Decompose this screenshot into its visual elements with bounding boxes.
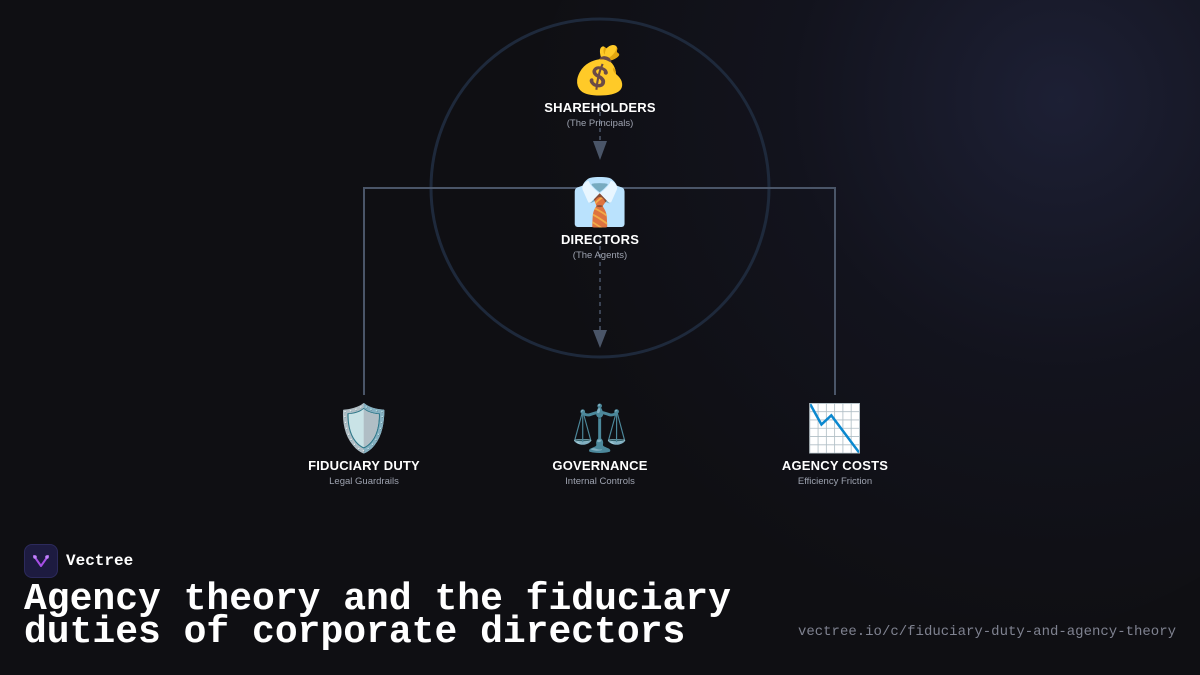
shield-icon: 🛡️ — [335, 401, 393, 455]
vectree-logo-mark — [33, 555, 49, 567]
node-sublabel: Internal Controls — [565, 476, 635, 487]
node-label: AGENCY COSTS — [781, 458, 889, 473]
brand-name: Vectree — [66, 552, 134, 570]
node-fiduciary-duty: 🛡️ FIDUCIARY DUTY Legal Guardrails — [264, 402, 464, 487]
node-label: FIDUCIARY DUTY — [308, 458, 420, 473]
balance-scale-icon: ⚖️ — [571, 401, 629, 455]
node-governance: ⚖️ GOVERNANCE Internal Controls — [500, 402, 700, 487]
node-sublabel: (The Agents) — [572, 250, 628, 261]
arrowhead-to-directors — [593, 141, 607, 160]
node-sublabel: Efficiency Friction — [797, 476, 873, 487]
chart-decreasing-icon: 📉 — [806, 401, 864, 455]
connector-right — [600, 187, 836, 395]
node-label: GOVERNANCE — [552, 458, 648, 473]
connector-left — [363, 187, 600, 395]
node-label: SHAREHOLDERS — [544, 100, 656, 115]
node-sublabel: (The Principals) — [566, 118, 634, 129]
node-directors: 👔 DIRECTORS (The Agents) — [500, 176, 700, 261]
vectree-logo-icon — [24, 544, 58, 578]
node-label: DIRECTORS — [560, 232, 640, 247]
node-sublabel: Legal Guardrails — [329, 476, 399, 487]
arrowhead-to-governance — [593, 330, 607, 348]
source-url[interactable]: vectree.io/c/fiduciary-duty-and-agency-t… — [797, 624, 1176, 640]
brand: Vectree — [24, 544, 133, 578]
node-shareholders: 💰 SHAREHOLDERS (The Principals) — [500, 44, 700, 129]
page-title: Agency theory and the fiduciary duties o… — [24, 578, 731, 654]
necktie-shirt-icon: 👔 — [571, 175, 629, 229]
money-bag-icon: 💰 — [571, 43, 629, 97]
node-agency-costs: 📉 AGENCY COSTS Efficiency Friction — [735, 402, 935, 487]
